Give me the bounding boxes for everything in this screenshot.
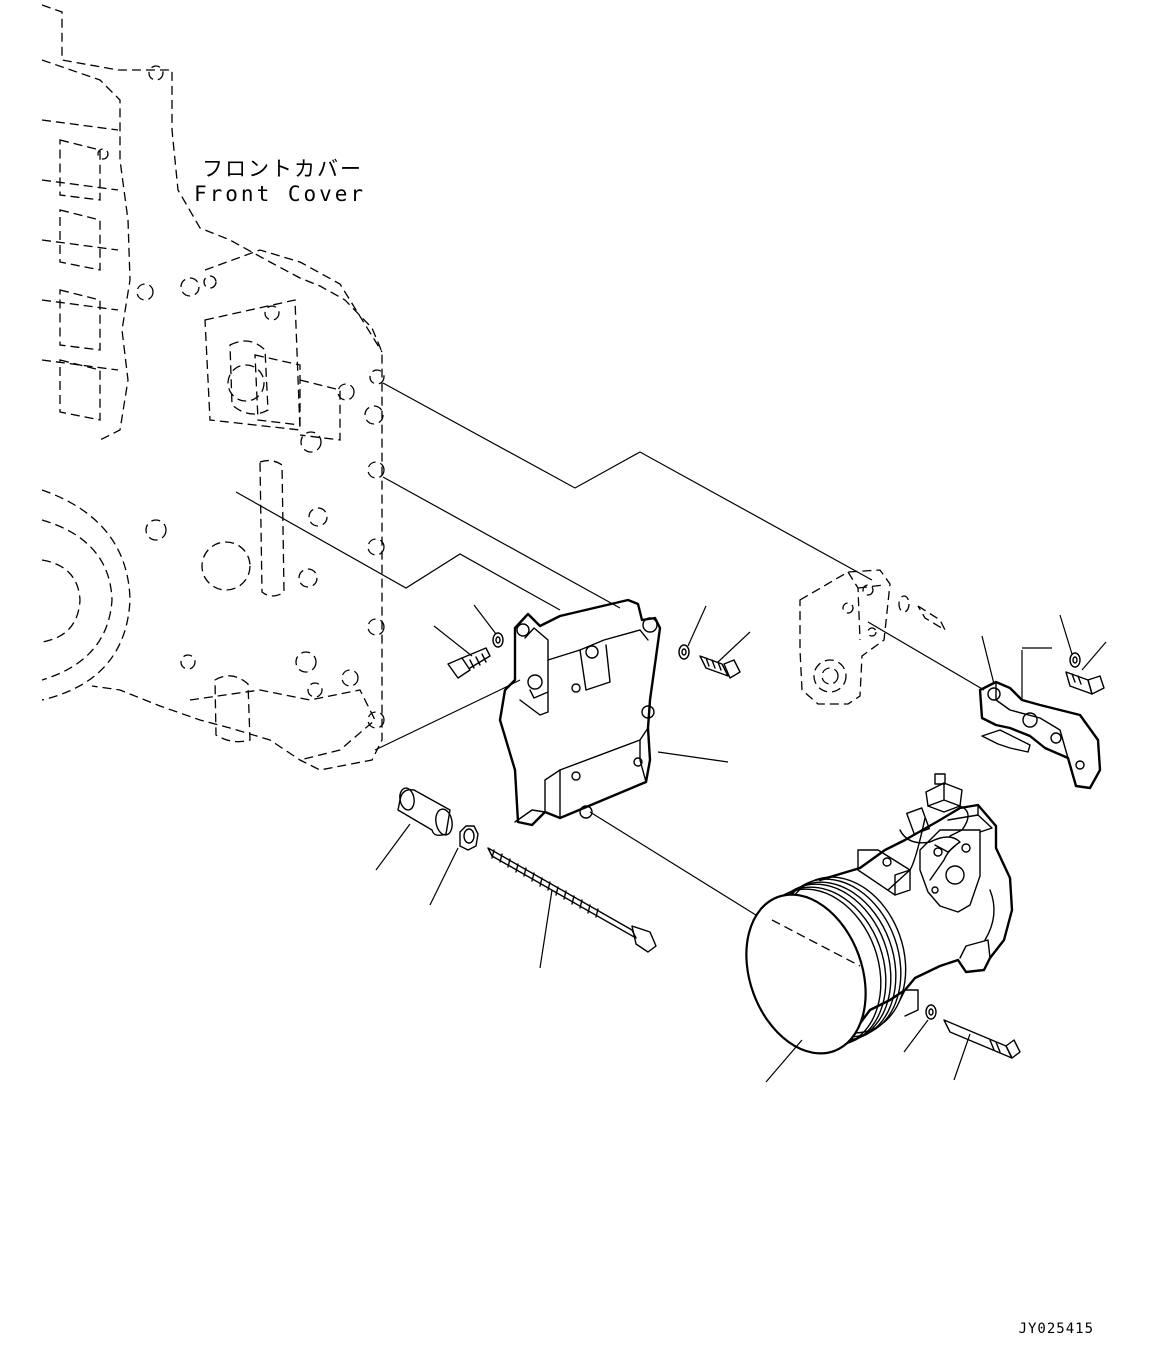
washer-left — [492, 632, 504, 648]
wiring-clamp-bracket — [978, 680, 1102, 790]
mounting-bolt-right — [1065, 671, 1105, 695]
washer-compressor — [925, 1004, 937, 1020]
mounting-bolt-compressor — [943, 1019, 1021, 1059]
leader-lines — [375, 604, 1107, 1083]
nut — [459, 825, 479, 851]
assembly-lines — [235, 382, 1052, 931]
long-stud-bolt — [487, 847, 657, 953]
support-bracket — [799, 569, 891, 705]
mounting-bolt-left — [447, 647, 491, 679]
compressor-bracket — [498, 598, 662, 827]
front-cover-label-en: Front Cover — [194, 182, 366, 206]
front-cover-label-jp: フロントカバー — [202, 157, 363, 181]
washer-right — [1069, 652, 1081, 668]
air-conditioner-compressor — [745, 803, 1014, 1055]
spacer-collar — [397, 787, 453, 837]
mounting-bolt-center — [699, 655, 741, 679]
support-bracket-bolt — [898, 595, 947, 632]
washer-center — [678, 644, 690, 660]
front-cover — [41, 4, 385, 771]
drawing-code: JY025415 — [1019, 1321, 1094, 1337]
